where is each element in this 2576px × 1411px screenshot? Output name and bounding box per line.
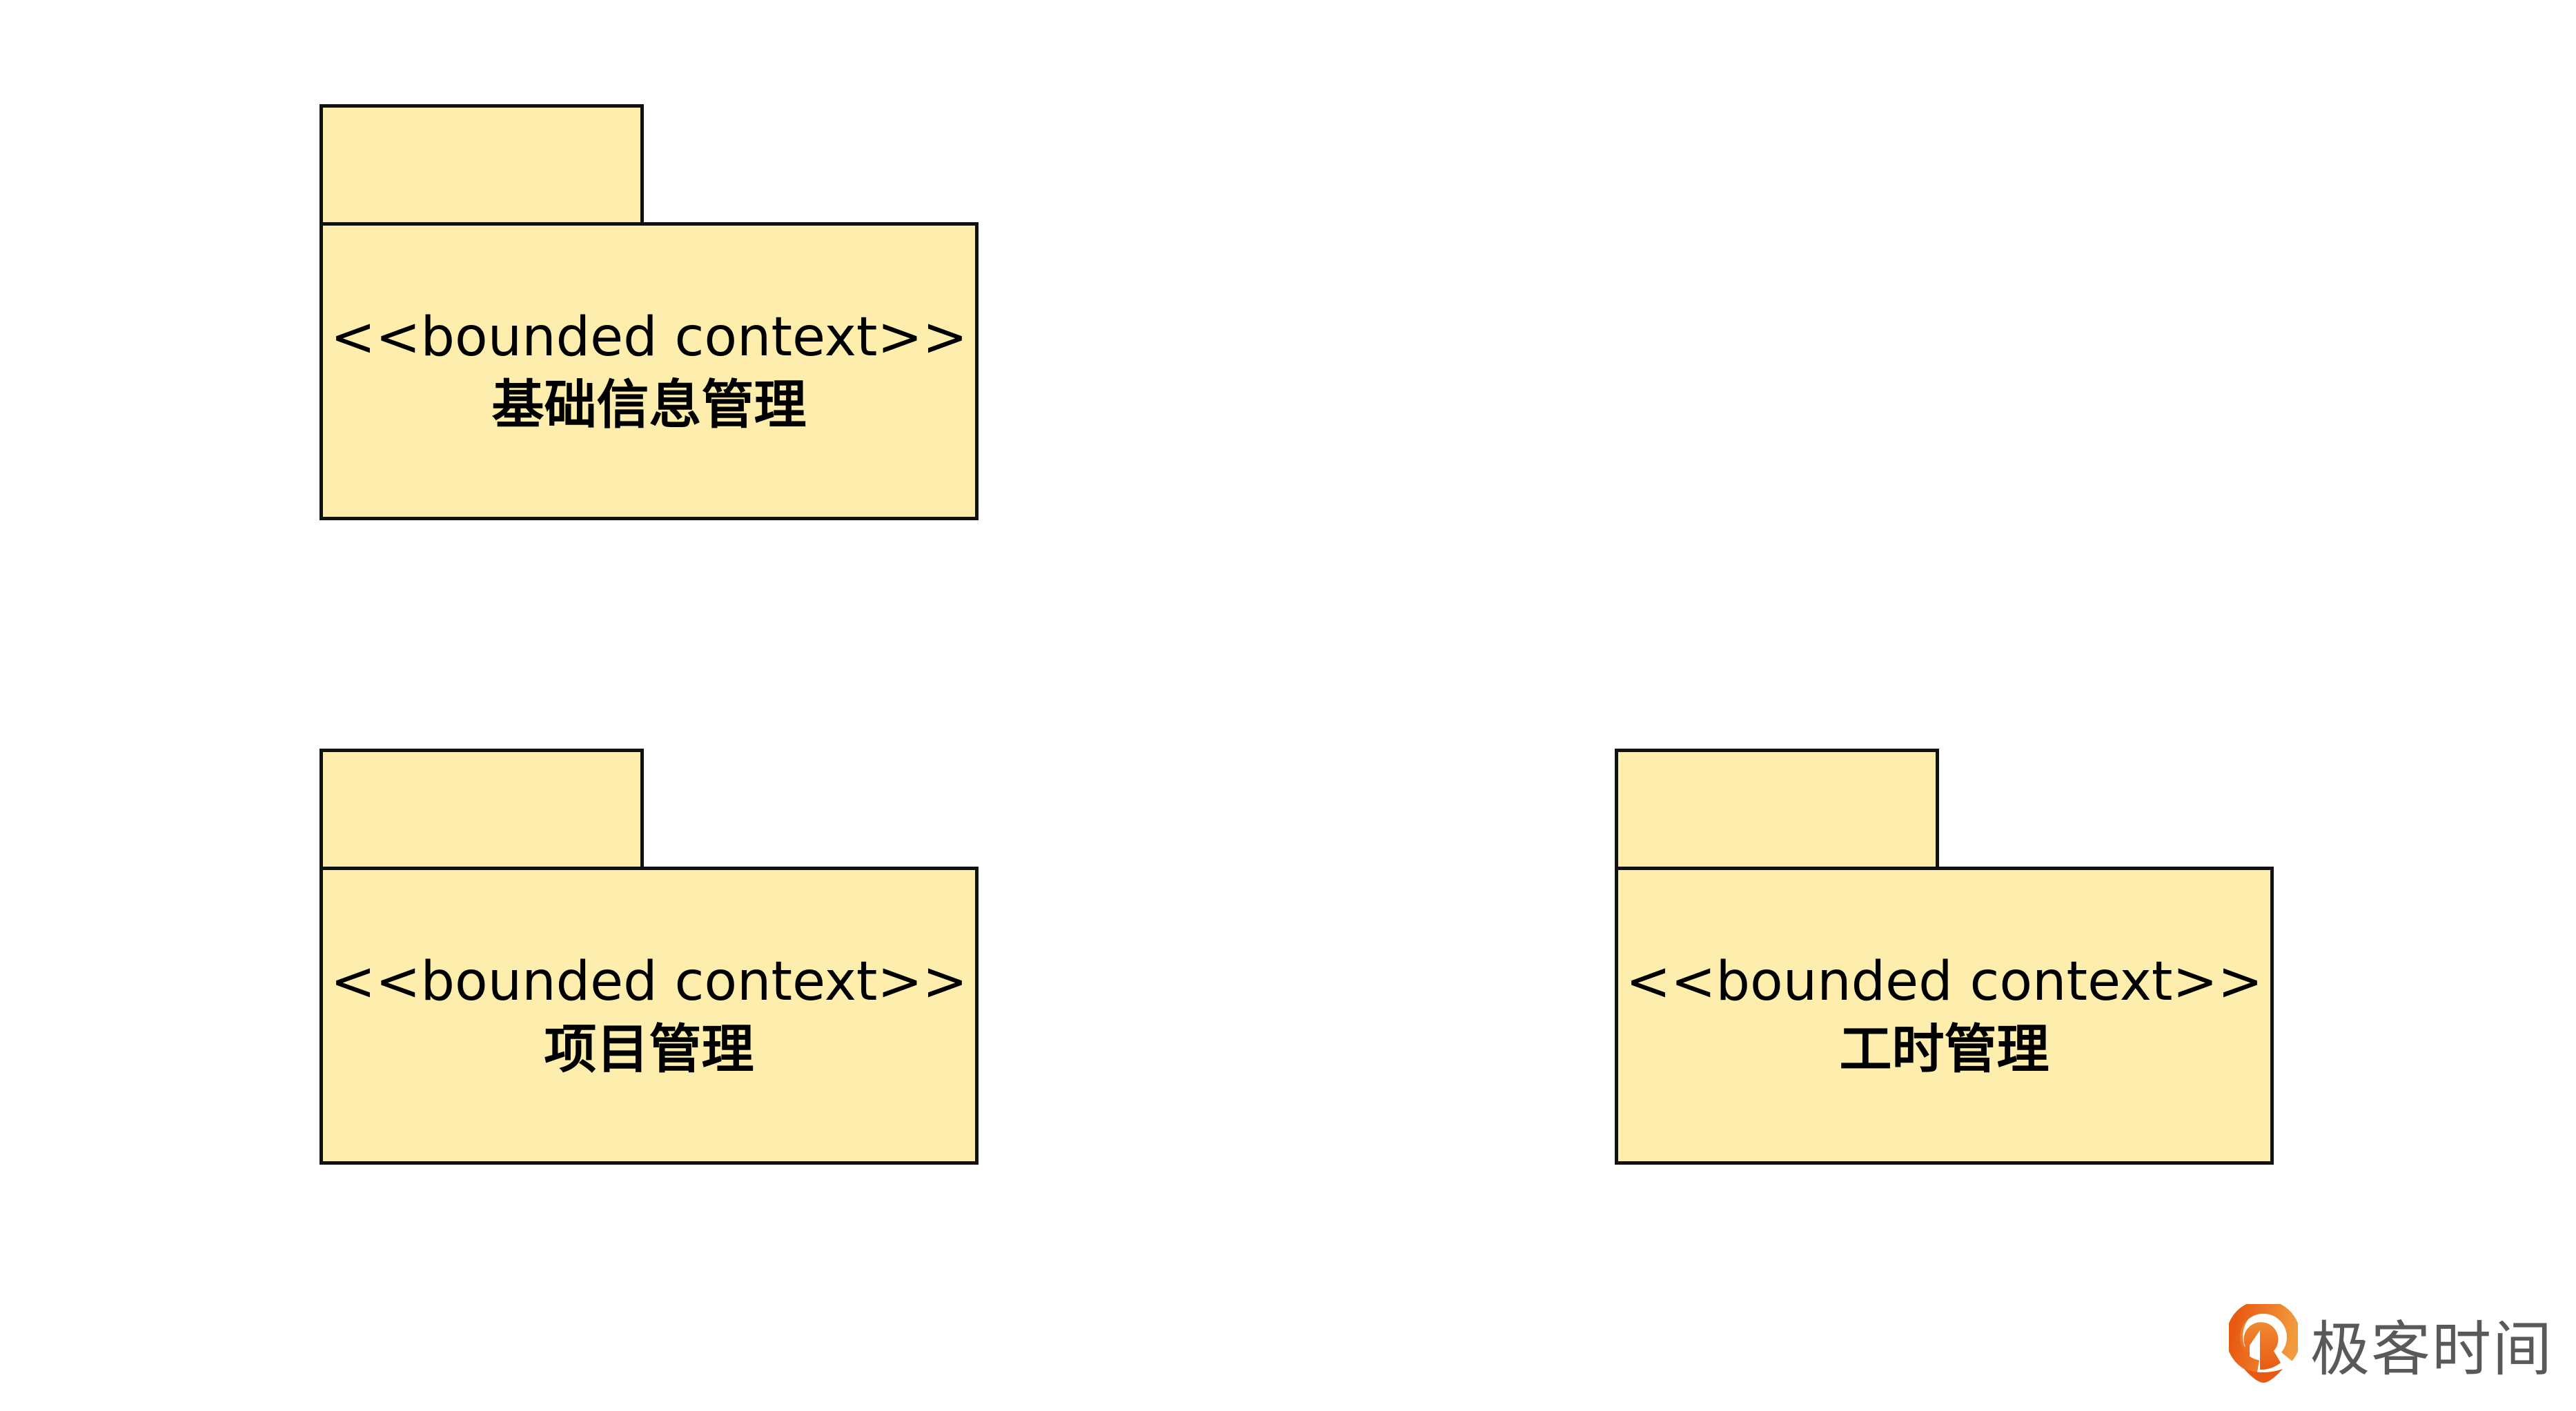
geektime-watermark: 极客时间 xyxy=(2229,1301,2553,1387)
package-body: <<bounded context>> 基础信息管理 xyxy=(319,222,979,520)
package-basic-info-management: <<bounded context>> 基础信息管理 xyxy=(319,104,979,523)
package-body: <<bounded context>> 项目管理 xyxy=(319,867,979,1165)
package-tab xyxy=(1615,749,1939,870)
package-name: 基础信息管理 xyxy=(491,374,807,435)
package-name: 工时管理 xyxy=(1839,1018,2049,1080)
package-stereotype: <<bounded context>> xyxy=(1625,951,2263,1013)
package-body: <<bounded context>> 工时管理 xyxy=(1615,867,2274,1165)
package-tab xyxy=(319,749,644,870)
package-timesheet-management: <<bounded context>> 工时管理 xyxy=(1615,749,2274,1167)
package-project-management: <<bounded context>> 项目管理 xyxy=(319,749,979,1167)
geektime-logo-text: 极客时间 xyxy=(2310,1315,2553,1384)
package-name: 项目管理 xyxy=(544,1018,754,1080)
package-tab xyxy=(319,104,644,226)
geektime-logo-icon xyxy=(2229,1304,2298,1383)
package-stereotype: <<bounded context>> xyxy=(330,306,968,368)
package-stereotype: <<bounded context>> xyxy=(330,951,968,1013)
